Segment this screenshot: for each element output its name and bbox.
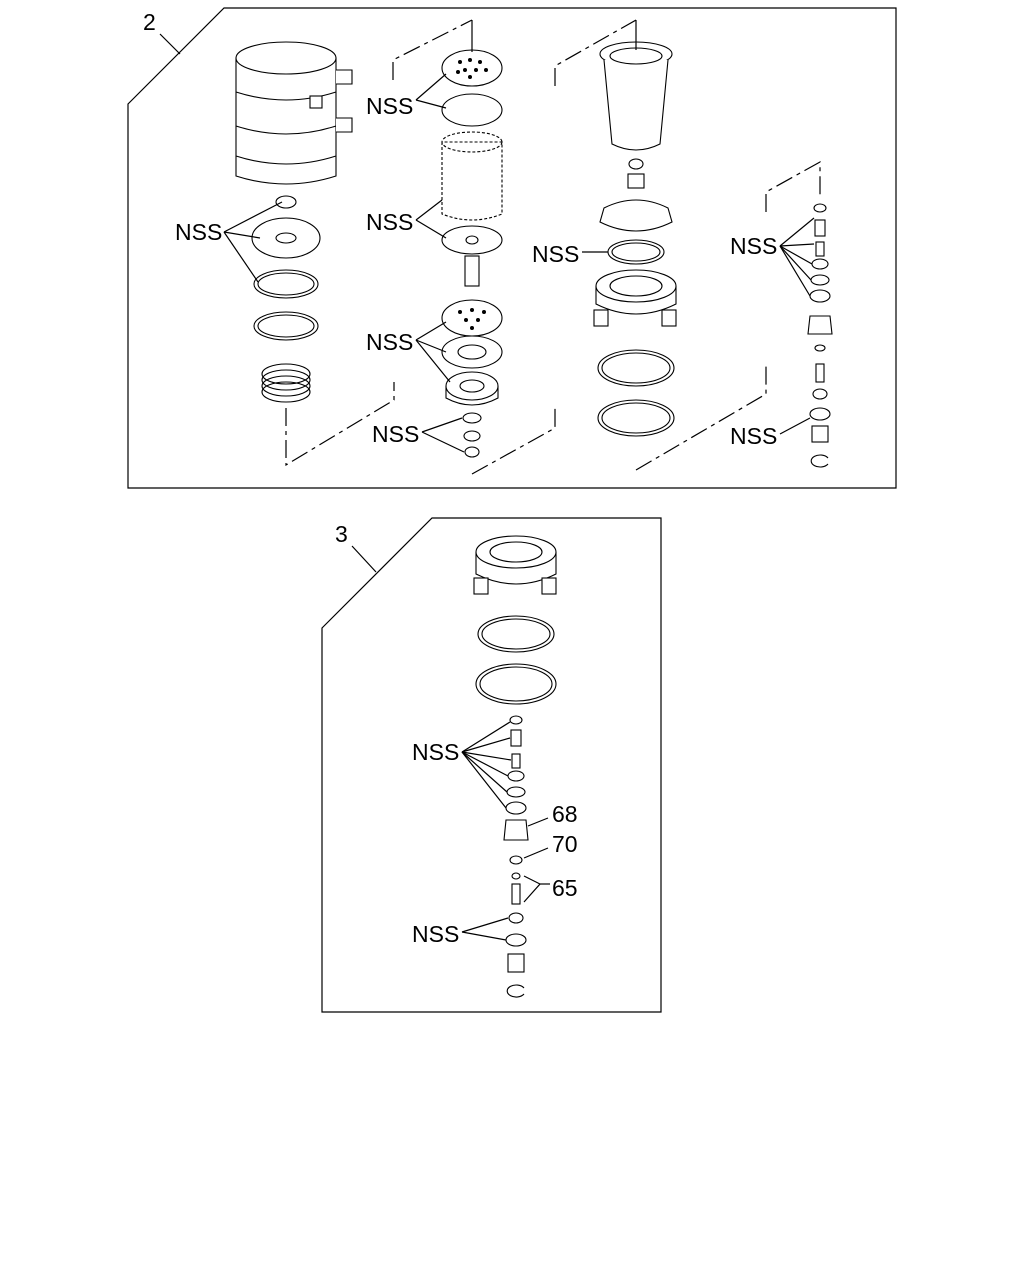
snap-ring bbox=[506, 984, 525, 998]
panel-2: 2 NSS bbox=[127, 7, 897, 489]
washer-small bbox=[508, 912, 524, 924]
panel-3-callout: 3 bbox=[335, 521, 348, 547]
pin bbox=[510, 729, 522, 747]
perforated-disc bbox=[441, 299, 503, 337]
clip-small bbox=[511, 872, 521, 880]
flange-plate bbox=[251, 195, 321, 259]
o-ring-small bbox=[809, 407, 831, 421]
nss-label: NSS bbox=[730, 233, 777, 259]
nss-label: NSS bbox=[366, 329, 413, 355]
nss-label: NSS bbox=[412, 921, 459, 947]
o-ring-small bbox=[809, 289, 831, 303]
o-ring-large bbox=[597, 349, 675, 387]
nss-label: NSS bbox=[532, 241, 579, 267]
plunger bbox=[815, 363, 825, 383]
panel-2-frame bbox=[127, 7, 897, 489]
o-ring-large bbox=[597, 399, 675, 437]
nss-label: NSS bbox=[372, 421, 419, 447]
o-ring-small bbox=[810, 274, 830, 286]
part-ref-70: 70 bbox=[552, 831, 578, 857]
part-ref-68: 68 bbox=[552, 801, 578, 827]
plug bbox=[811, 425, 829, 443]
o-ring-large bbox=[477, 615, 555, 653]
washer-small bbox=[812, 388, 828, 400]
washer-small bbox=[509, 855, 523, 865]
o-ring-small bbox=[509, 715, 523, 725]
nut bbox=[627, 173, 645, 189]
part-ref-65: 65 bbox=[552, 875, 578, 901]
panel-2-callout: 2 bbox=[143, 9, 156, 35]
snap-ring bbox=[810, 454, 829, 468]
washer-small bbox=[463, 430, 481, 442]
panel-3-callout-leader bbox=[351, 545, 377, 573]
o-ring bbox=[253, 269, 319, 299]
filter-head bbox=[593, 269, 677, 327]
nss-label: NSS bbox=[366, 93, 413, 119]
o-ring-large bbox=[475, 663, 557, 705]
o-ring bbox=[607, 239, 665, 265]
gasket-flange bbox=[599, 199, 673, 232]
stud bbox=[464, 255, 480, 287]
panel-3: 3 NSS 68 70 bbox=[321, 517, 662, 1013]
washer-small bbox=[814, 344, 826, 352]
perforated-disc bbox=[441, 49, 503, 87]
filter-bowl bbox=[599, 41, 673, 151]
o-ring-small bbox=[506, 786, 526, 798]
o-ring-small bbox=[813, 203, 827, 213]
plunger bbox=[511, 883, 521, 905]
o-ring-small bbox=[505, 933, 527, 947]
nss-label: NSS bbox=[175, 219, 222, 245]
gasket bbox=[441, 93, 503, 127]
filter-element bbox=[441, 131, 503, 221]
clip bbox=[628, 158, 644, 170]
cylinder-housing bbox=[235, 41, 353, 185]
plug bbox=[507, 953, 525, 973]
o-ring bbox=[253, 311, 319, 341]
spring bbox=[261, 363, 311, 403]
valve-body bbox=[445, 371, 499, 406]
pin bbox=[814, 219, 826, 237]
spring-small bbox=[815, 241, 825, 257]
panel-2-callout-leader bbox=[159, 33, 181, 55]
valve-seat bbox=[807, 315, 833, 335]
panel-3-frame bbox=[321, 517, 662, 1013]
o-ring-small bbox=[507, 770, 525, 782]
nut bbox=[464, 446, 480, 458]
spring-small bbox=[511, 753, 521, 769]
nss-label: NSS bbox=[412, 739, 459, 765]
nss-label: NSS bbox=[730, 423, 777, 449]
filter-head bbox=[473, 535, 557, 595]
valve-seat bbox=[503, 819, 529, 841]
o-ring-small bbox=[811, 258, 829, 270]
o-ring-small bbox=[462, 412, 482, 424]
o-ring-small bbox=[505, 801, 527, 815]
nss-label: NSS bbox=[366, 209, 413, 235]
